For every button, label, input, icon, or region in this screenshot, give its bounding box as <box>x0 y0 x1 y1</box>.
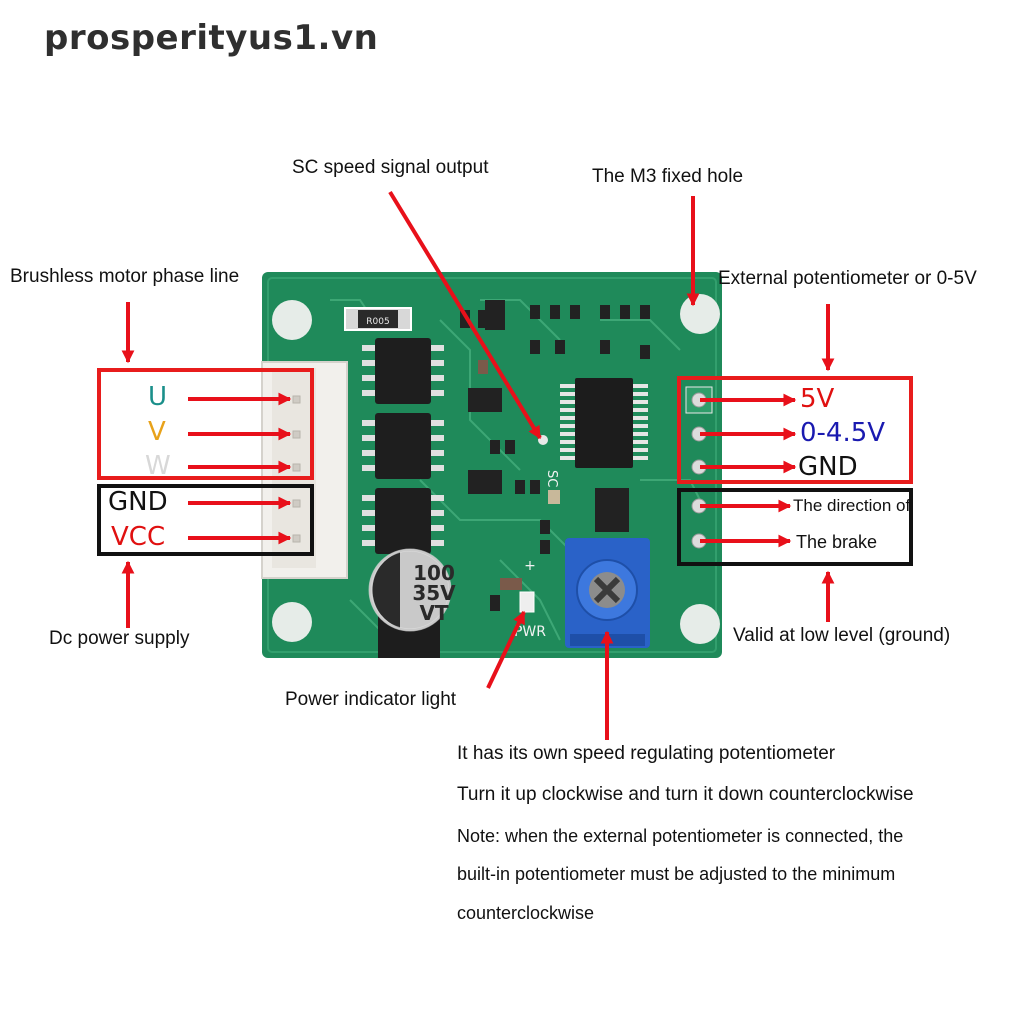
pin-label-vcc: VCC <box>111 522 166 552</box>
label-external-pot: External potentiometer or 0-5V <box>718 268 977 289</box>
mounting-hole-bl <box>272 602 312 642</box>
label-power-light: Power indicator light <box>285 689 457 710</box>
capacitor-value: 100 <box>413 561 455 585</box>
power-pin-box <box>97 484 314 556</box>
driver-ic <box>560 378 648 468</box>
phase-pin-box <box>97 368 314 480</box>
logic-pin-box <box>677 488 913 566</box>
capacitor-voltage: 35V <box>412 581 456 605</box>
arrow-power-light <box>486 610 526 689</box>
pin-label-analog: 0-4.5V <box>800 418 886 448</box>
note-line-1: It has its own speed regulating potentio… <box>457 743 836 764</box>
pin-label-5v: 5V <box>800 384 835 414</box>
note-line-4: built-in potentiometer must be adjusted … <box>457 864 896 884</box>
pin-label-gnd: GND <box>108 487 168 517</box>
note-line-3: Note: when the external potentiometer is… <box>457 826 904 846</box>
silk-pwr: PWR <box>514 624 546 640</box>
silk-sc: SC <box>544 470 559 487</box>
smd-components <box>460 300 650 611</box>
pin-label-w: W <box>145 451 171 481</box>
electrolytic-capacitor <box>368 548 452 658</box>
note-line-2: Turn it up clockwise and turn it down co… <box>457 784 914 805</box>
pin-label-v: V <box>148 417 166 447</box>
label-valid-low: Valid at low level (ground) <box>733 625 951 646</box>
pin-label-u: U <box>148 382 168 412</box>
label-m3-hole: The M3 fixed hole <box>592 166 744 187</box>
resistor-code: R005 <box>366 317 389 327</box>
power-led <box>519 591 535 613</box>
label-dc-power: Dc power supply <box>49 628 190 649</box>
label-sc-speed: SC speed signal output <box>292 157 489 178</box>
trimmer-potentiometer[interactable] <box>565 538 650 648</box>
label-phase-line: Brushless motor phase line <box>10 266 240 287</box>
mounting-hole-tr <box>680 294 720 334</box>
capacitor-series: VT <box>419 601 448 625</box>
mounting-hole-br <box>680 604 720 644</box>
mosfet-chips <box>362 338 444 554</box>
control-pin-box <box>677 376 913 484</box>
silk-plus: + <box>524 558 536 574</box>
mounting-hole-tl <box>272 300 312 340</box>
watermark: prosperityus1.vn <box>44 18 379 58</box>
pin-label-gnd-right: GND <box>798 452 858 482</box>
arrow-sc-output <box>388 190 542 440</box>
pin-label-brake: The brake <box>796 532 878 552</box>
smd-capacitor <box>548 490 560 504</box>
note-line-5: counterclockwise <box>457 903 595 923</box>
pin-label-direction: The direction of <box>793 496 911 515</box>
